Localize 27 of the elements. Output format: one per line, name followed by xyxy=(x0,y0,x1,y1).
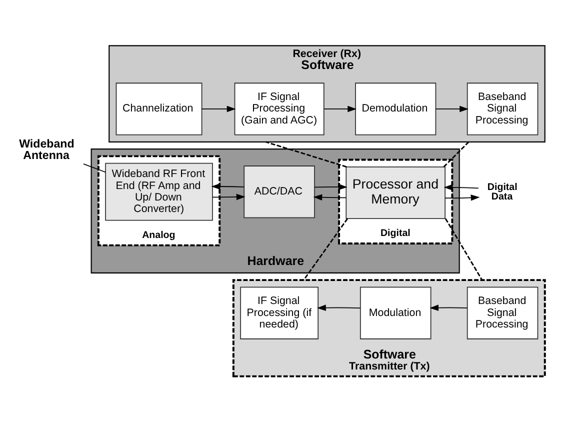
node-box: Baseband Signal Processing xyxy=(466,82,538,136)
arrow xyxy=(317,304,361,311)
connector xyxy=(303,218,348,280)
node-box: Baseband Signal Processing xyxy=(466,286,538,340)
node-box: ADC/DAC xyxy=(244,166,315,218)
arrow xyxy=(202,106,236,112)
node-box: Modulation xyxy=(360,286,432,340)
arrow xyxy=(436,106,469,112)
arrow xyxy=(444,194,480,201)
node-box: Wideband RF Front End (RF Amp and Up/ Down Converter) xyxy=(105,162,213,221)
arrow xyxy=(314,184,348,190)
arrow xyxy=(324,106,357,112)
connector xyxy=(83,163,106,173)
node-box: Demodulation xyxy=(355,82,436,136)
connector xyxy=(266,141,347,168)
node-text: Wideband Antenna xyxy=(19,138,74,162)
node-box: IF Signal Processing (if needed) xyxy=(240,286,319,340)
arrow xyxy=(430,304,468,311)
connector xyxy=(444,218,483,280)
arrow xyxy=(211,183,244,190)
node-box: Processor and Memory xyxy=(346,166,446,220)
node-box: IF Signal Processing (Gain and AGC) xyxy=(234,82,324,136)
arrow xyxy=(444,184,479,191)
node-text: Digital Data xyxy=(487,182,518,203)
arrow xyxy=(313,194,346,200)
node-box: Channelization xyxy=(116,82,202,136)
arrow xyxy=(212,194,246,200)
